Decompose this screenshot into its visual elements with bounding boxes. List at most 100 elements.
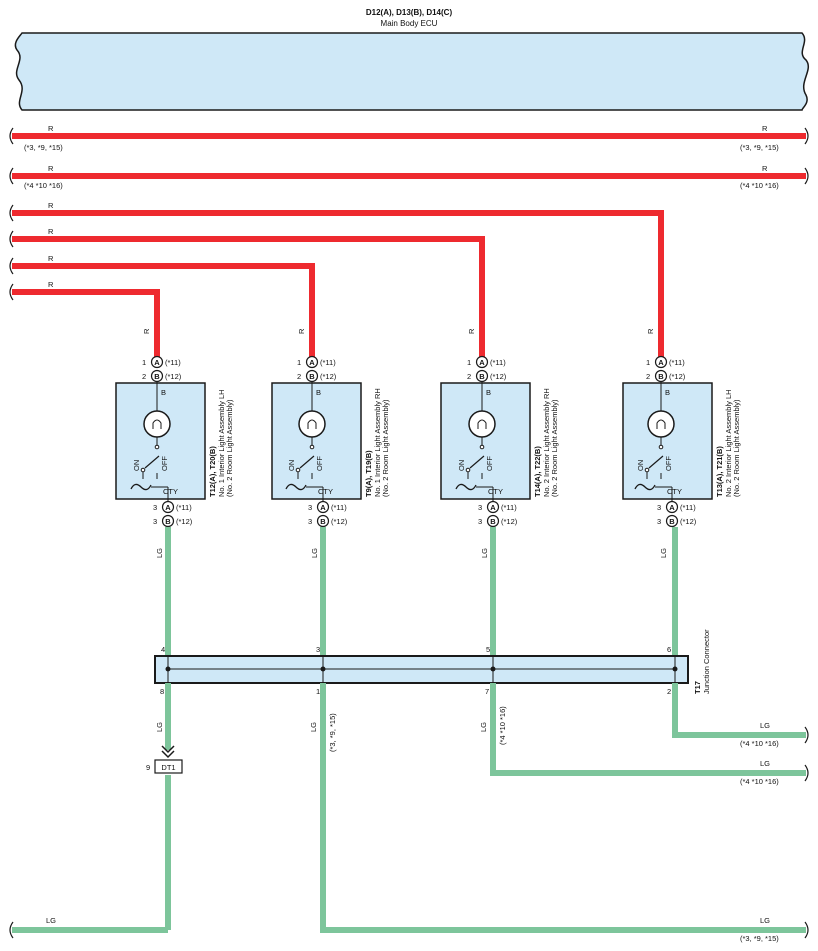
light-1-pin-out-2	[161, 514, 175, 528]
bus-wire-1-label-left: R	[48, 124, 54, 133]
light-2-on-label: ON	[287, 460, 296, 471]
light-1-on-label: ON	[132, 460, 141, 471]
light-2-pin-out-1	[316, 500, 330, 514]
ecu-name: Main Body ECU	[381, 19, 438, 28]
light-2-b-label: B	[316, 388, 321, 397]
light-1-pin-out-num-2: 3	[153, 517, 157, 526]
junction-code: T17	[693, 681, 702, 694]
light-3-pin-out-letter-2: B	[490, 517, 496, 526]
dt1-label: DT1	[161, 763, 175, 772]
light-3-off-label: OFF	[485, 456, 494, 471]
light-3-pin-out-note-1: (*11)	[501, 503, 517, 512]
light-2-pin-out-letter-2: B	[320, 517, 326, 526]
switch-icon	[644, 467, 650, 473]
light-2-alt-name: (No. 2 Room Light Assembly)	[381, 399, 390, 497]
light-1-in-wire-label: R	[142, 328, 151, 334]
bulb-icon	[468, 410, 496, 438]
light-3-code: T14(A), T22(B)	[533, 446, 542, 497]
light-3-pin-in-num-1: 1	[467, 358, 471, 367]
right-output-2-label: LG	[760, 759, 770, 768]
light-1-pin-in-note-2: (*12)	[165, 372, 182, 381]
junction-bottom-pin-1: 1	[316, 687, 320, 696]
bus-wire-1-note-right: (*3, *9, *15)	[740, 143, 779, 152]
light-1-box	[115, 382, 206, 500]
light-1-pin-out-note-1: (*11)	[176, 503, 192, 512]
feed-wire-2-label: R	[48, 227, 54, 236]
light-3-on-label: ON	[457, 460, 466, 471]
light-2-pin-in-note-1: (*11)	[320, 358, 336, 367]
bus-wire-2-note-right: (*4 *10 *16)	[740, 181, 779, 190]
green-wires-upper	[165, 527, 678, 656]
junction-top-pin-4: 4	[161, 645, 165, 654]
junction-bottom-pin-2: 2	[667, 687, 671, 696]
light-4-pin-in-note-2: (*12)	[669, 372, 686, 381]
light-2-name: No. 1 Interior Light Assembly RH	[373, 388, 382, 497]
light-2-code: T9(A), T19(B)	[364, 450, 373, 497]
bus-wire-1: R R (*3, *9, *15) (*3, *9, *15)	[9, 124, 809, 152]
ecu-code: D12(A), D13(B), D14(C)	[366, 8, 453, 17]
light-2-off-label: OFF	[315, 456, 324, 471]
bus-wire-2: R R (*4 *10 *16) (*4 *10 *16)	[9, 164, 809, 190]
light-4-pin-in-letter-1: A	[658, 358, 664, 367]
light-1-out-wire-label: LG	[155, 548, 164, 558]
light-4-b-label: B	[665, 388, 670, 397]
junction-top-pin-3: 3	[316, 645, 320, 654]
light-3-pin-in-num-2: 2	[467, 372, 471, 381]
light-2-in-wire-label: R	[297, 328, 306, 334]
junction-top-pin-6: 6	[667, 645, 671, 654]
bus-wire-2-label-left: R	[48, 164, 54, 173]
light-3-alt-name: (No. 2 Room Light Assembly)	[550, 399, 559, 497]
light-2-out-wire-label: LG	[310, 548, 319, 558]
light-4-off-label: OFF	[664, 456, 673, 471]
switch-icon	[465, 467, 471, 473]
light-3-out-wire-label: LG	[480, 548, 489, 558]
junction-name: Junction Connector	[702, 629, 711, 694]
light-4-on-label: ON	[636, 460, 645, 471]
drop-note-7: (*4 *10 *16)	[498, 706, 507, 745]
light-4-in-wire-label: R	[646, 328, 655, 334]
light-3-pin-in-letter-1: A	[479, 358, 485, 367]
light-1-pin-in-letter-2: B	[154, 372, 160, 381]
light-4-pin-out-letter-2: B	[669, 517, 675, 526]
light-1-pin-out-note-2: (*12)	[176, 517, 193, 526]
light-1-pin-in-num-2: 2	[142, 372, 146, 381]
light-1-pin-in-num-1: 1	[142, 358, 146, 367]
junction-bottom-pin-7: 7	[485, 687, 489, 696]
bus-wire-2-note-left: (*4 *10 *16)	[24, 181, 63, 190]
light-2-pin-out-letter-1: A	[320, 503, 326, 512]
light-3-cty-label: CTY	[488, 487, 503, 496]
light-4-pin-out-letter-1: A	[669, 503, 675, 512]
light-4-pin-in-num-2: 2	[646, 372, 650, 381]
light-2-pin-in-num-1: 1	[297, 358, 301, 367]
light-3-box	[440, 382, 531, 500]
light-4-alt-name: (No. 2 Room Light Assembly)	[732, 399, 741, 497]
dt1-connector: DT1 9	[146, 745, 183, 774]
feed-wire-2: R	[9, 227, 485, 358]
switch-icon	[295, 467, 301, 473]
right-output-1-label: LG	[760, 721, 770, 730]
right-output-3-note: (*3, *9, *15)	[740, 934, 779, 943]
bus-wire-1-note-left: (*3, *9, *15)	[24, 143, 63, 152]
light-3-pin-in-note-2: (*12)	[490, 372, 507, 381]
light-3-pin-in-letter-2: B	[479, 372, 485, 381]
bus-wire-1-label-right: R	[762, 124, 768, 133]
light-4-pin-out-1	[665, 500, 679, 514]
light-4-cty-label: CTY	[667, 487, 682, 496]
light-1-pin-out-1	[161, 500, 175, 514]
light-4-pin-out-num-2: 3	[657, 517, 661, 526]
light-2-pin-in-letter-2: B	[309, 372, 315, 381]
bulb-icon	[647, 410, 675, 438]
ecu-box	[14, 32, 809, 111]
junction-bottom-pin-8: 8	[160, 687, 164, 696]
switch-icon	[140, 467, 146, 473]
light-4-pin-out-note-2: (*12)	[680, 517, 697, 526]
light-2-pin-out-note-1: (*11)	[331, 503, 347, 512]
light-2-pin-in-letter-1: A	[309, 358, 315, 367]
light-1-alt-name: (No. 2 Room Light Assembly)	[225, 399, 234, 497]
light-2-pin-in-note-2: (*12)	[320, 372, 337, 381]
light-1-b-label: B	[161, 388, 166, 397]
light-2-box	[271, 382, 362, 500]
